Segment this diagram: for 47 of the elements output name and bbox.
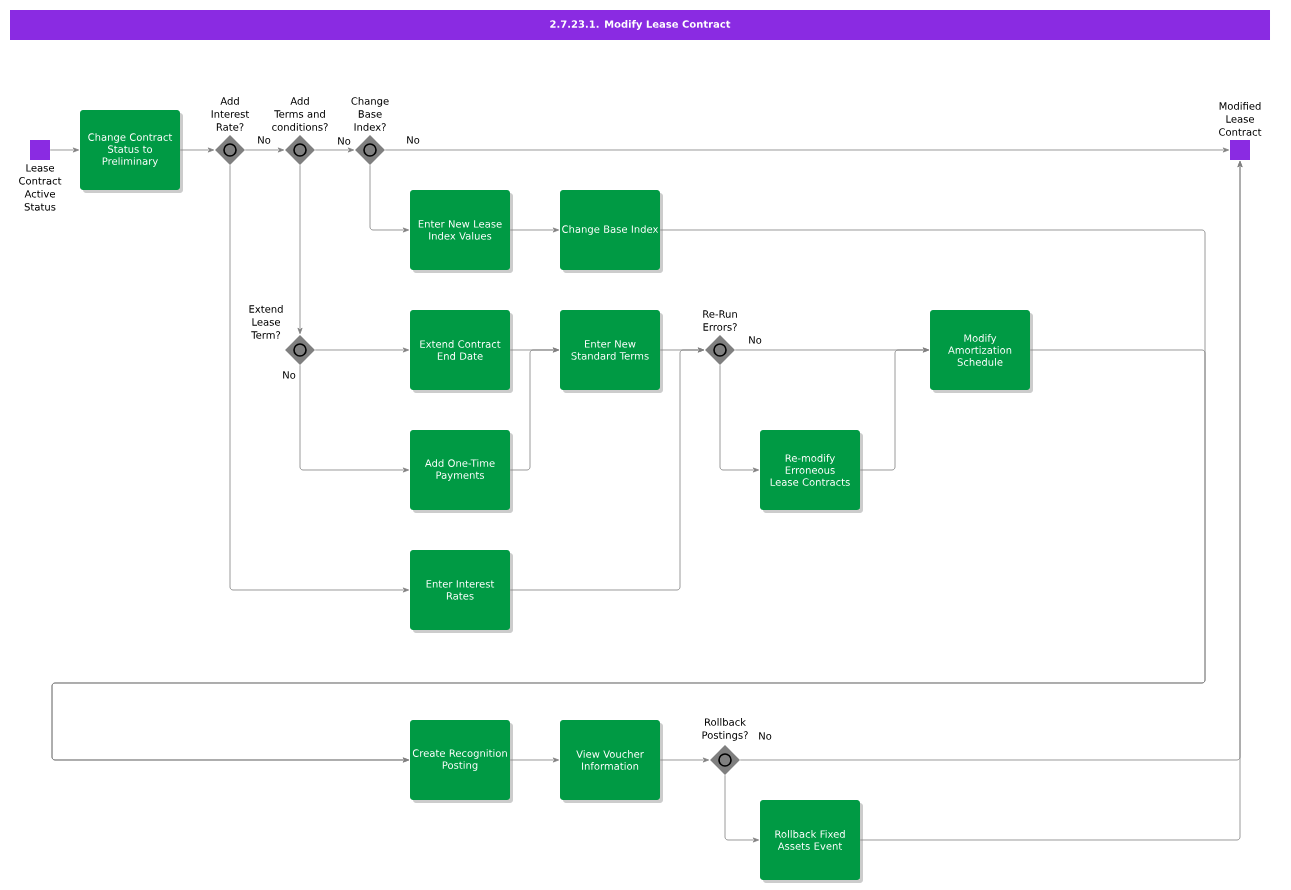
gateway-label: Extend Lease Term? (249, 305, 283, 339)
task-box: Enter New Lease Index Values (410, 190, 513, 273)
task-box: Create Recognition Posting (410, 720, 513, 803)
task-box: Modify Amortization Schedule (930, 310, 1033, 393)
gateway-label: Add Interest Rate? (211, 97, 250, 131)
arrow (719, 364, 760, 473)
arrow (229, 164, 410, 593)
gateway-label: Rollback Postings? (702, 718, 748, 741)
gateway-label: Re-Run Errors? (703, 310, 737, 331)
arrow (51, 349, 1206, 763)
arrow (509, 227, 560, 233)
task-box: Change Base Index (560, 190, 663, 273)
task-box: Re-modify Erroneous Lease Contracts (760, 430, 863, 513)
gateway-label: Add Terms and conditions? (272, 97, 328, 131)
arrow (314, 347, 410, 353)
arrow (244, 147, 285, 153)
arrow (297, 164, 303, 335)
task-box: Enter New Standard Terms (560, 310, 663, 393)
title-bar: 2.7.23.1. Modify Lease Contract (10, 10, 1270, 40)
arrow (724, 774, 760, 843)
arrow (659, 757, 710, 763)
task-box: Rollback Fixed Assets Event (760, 800, 863, 883)
task-box: View Voucher Information (560, 720, 663, 803)
arrow (859, 160, 1243, 841)
task-box: Change Contract Status to Preliminary (80, 110, 183, 193)
task-box: Add One-Time Payments (410, 430, 513, 513)
gateway-label: Change Base Index? (351, 97, 389, 131)
arrow (179, 147, 215, 153)
event-caption: Lease Contract Active Status (19, 164, 62, 211)
edge-label: No (256, 135, 272, 145)
arrow (509, 347, 560, 471)
arrow (509, 757, 560, 763)
arrow (509, 347, 705, 591)
edge-label: No (747, 335, 763, 345)
edge-label: No (405, 135, 421, 145)
event-caption: Modified Lease Contract (1219, 102, 1262, 136)
arrow (49, 147, 80, 153)
edge-label: No (336, 136, 352, 146)
arrow (384, 147, 1230, 153)
edge-label: No (757, 731, 773, 741)
task-box: Extend Contract End Date (410, 310, 513, 393)
arrow (369, 164, 410, 233)
arrow (859, 347, 930, 471)
arrow (314, 147, 355, 153)
arrow (299, 364, 410, 473)
edge-label: No (281, 370, 297, 380)
task-box: Enter Interest Rates (410, 550, 513, 633)
